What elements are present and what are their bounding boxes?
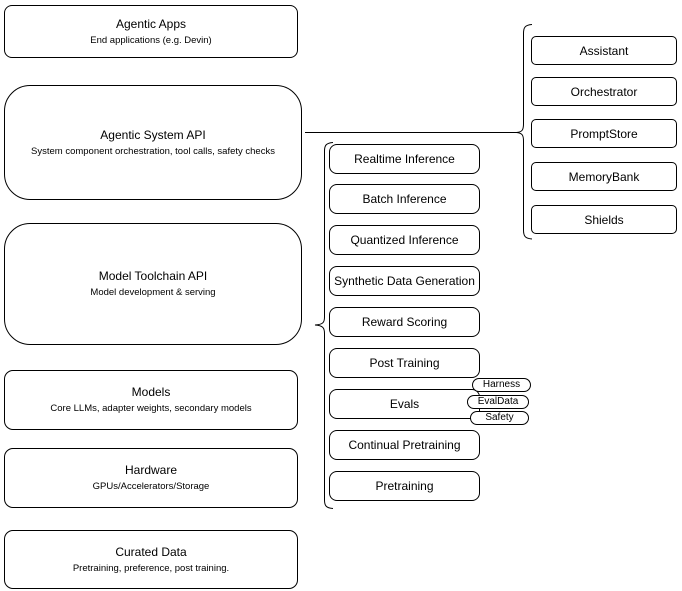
post-training-label: Post Training — [369, 356, 440, 370]
reward-scoring-label: Reward Scoring — [361, 315, 448, 329]
models-title: Models — [131, 385, 171, 399]
shields-label: Shields — [584, 212, 624, 227]
box-model-toolchain-api: Model Toolchain API Model development & … — [4, 223, 302, 345]
box-evals: Evals — [329, 389, 480, 419]
box-pretraining: Pretraining — [329, 471, 480, 501]
tag-evaldata: EvalData — [467, 395, 529, 409]
box-synthetic-data-generation: Synthetic Data Generation — [329, 266, 480, 296]
box-reward-scoring: Reward Scoring — [329, 307, 480, 337]
model-toolchain-api-title: Model Toolchain API — [98, 269, 208, 283]
box-shields: Shields — [531, 205, 677, 234]
models-subtitle: Core LLMs, adapter weights, secondary mo… — [50, 403, 252, 414]
box-models: Models Core LLMs, adapter weights, secon… — [4, 370, 298, 430]
box-orchestrator: Orchestrator — [531, 77, 677, 106]
assistant-label: Assistant — [579, 43, 629, 58]
box-promptstore: PromptStore — [531, 119, 677, 148]
box-quantized-inference: Quantized Inference — [329, 225, 480, 255]
box-hardware: Hardware GPUs/Accelerators/Storage — [4, 448, 298, 508]
hardware-title: Hardware — [124, 463, 178, 477]
box-continual-pretraining: Continual Pretraining — [329, 430, 480, 460]
agentic-system-api-subtitle: System component orchestration, tool cal… — [31, 145, 275, 157]
realtime-inference-label: Realtime Inference — [354, 152, 455, 166]
memorybank-label: MemoryBank — [568, 169, 640, 184]
continual-pretraining-label: Continual Pretraining — [348, 438, 461, 452]
curated-data-subtitle: Pretraining, preference, post training. — [72, 562, 230, 574]
box-batch-inference: Batch Inference — [329, 184, 480, 214]
batch-inference-label: Batch Inference — [362, 192, 447, 206]
box-post-training: Post Training — [329, 348, 480, 378]
evals-label: Evals — [389, 397, 420, 411]
pretraining-label: Pretraining — [375, 479, 434, 493]
tag-harness: Harness — [472, 378, 531, 392]
box-memorybank: MemoryBank — [531, 162, 677, 191]
tag-safety: Safety — [470, 411, 529, 425]
box-curated-data: Curated Data Pretraining, preference, po… — [4, 530, 298, 589]
promptstore-label: PromptStore — [570, 126, 638, 141]
box-realtime-inference: Realtime Inference — [329, 144, 480, 174]
model-toolchain-api-subtitle: Model development & serving — [90, 287, 216, 298]
box-agentic-apps: Agentic Apps End applications (e.g. Devi… — [4, 5, 298, 58]
quantized-inference-label: Quantized Inference — [350, 233, 459, 247]
agentic-system-api-title: Agentic System API — [100, 127, 206, 142]
box-agentic-system-api: Agentic System API System component orch… — [4, 85, 302, 200]
agentic-apps-title: Agentic Apps — [115, 16, 187, 31]
box-assistant: Assistant — [531, 36, 677, 65]
orchestrator-label: Orchestrator — [570, 84, 638, 99]
curated-data-title: Curated Data — [115, 544, 187, 559]
synthetic-data-generation-label: Synthetic Data Generation — [334, 274, 475, 288]
system-components-brace — [516, 24, 533, 240]
hardware-subtitle: GPUs/Accelerators/Storage — [92, 481, 210, 492]
agentic-apps-subtitle: End applications (e.g. Devin) — [90, 34, 212, 46]
